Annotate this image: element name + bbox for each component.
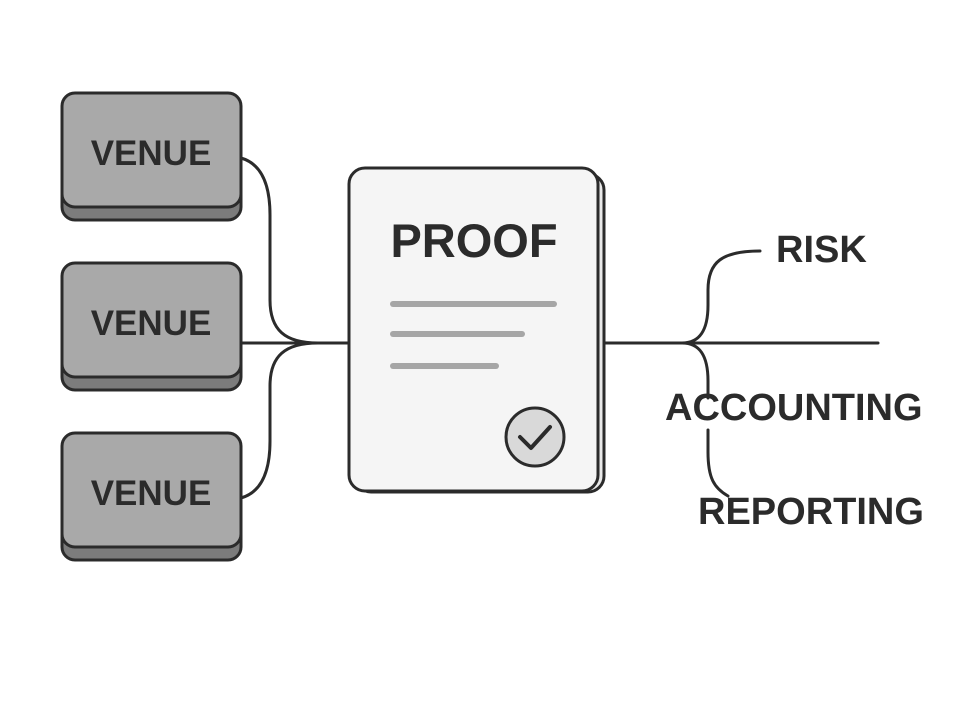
source-box-2: VENUE (60, 261, 243, 392)
check-circle-icon (504, 406, 566, 468)
source-box-face (60, 91, 243, 209)
source-box-3: VENUE (60, 431, 243, 562)
source-box-face (60, 261, 243, 379)
connector-output-risk (680, 249, 762, 345)
document-title: PROOF (390, 214, 557, 267)
output-connectors (602, 249, 880, 498)
source-box-face (60, 431, 243, 549)
connector-source-3 (239, 341, 320, 500)
proof-document: PROOF (347, 166, 606, 494)
source-box-1: VENUE (60, 91, 243, 222)
document-text-lines (390, 301, 557, 369)
connector-source-1 (239, 156, 320, 345)
output-label-risk: RISK (776, 229, 867, 271)
source-label: VENUE (91, 474, 212, 513)
output-label-reporting: REPORTING (698, 491, 924, 533)
check-circle-badge (504, 406, 566, 468)
check-mark (518, 425, 552, 450)
source-label: VENUE (91, 304, 212, 343)
connector-output-reporting-lower (706, 428, 730, 498)
output-label-accounting: ACCOUNTING (665, 387, 923, 429)
connector-output-reporting (680, 341, 710, 400)
source-label: VENUE (91, 134, 212, 173)
source-connectors (239, 156, 350, 500)
